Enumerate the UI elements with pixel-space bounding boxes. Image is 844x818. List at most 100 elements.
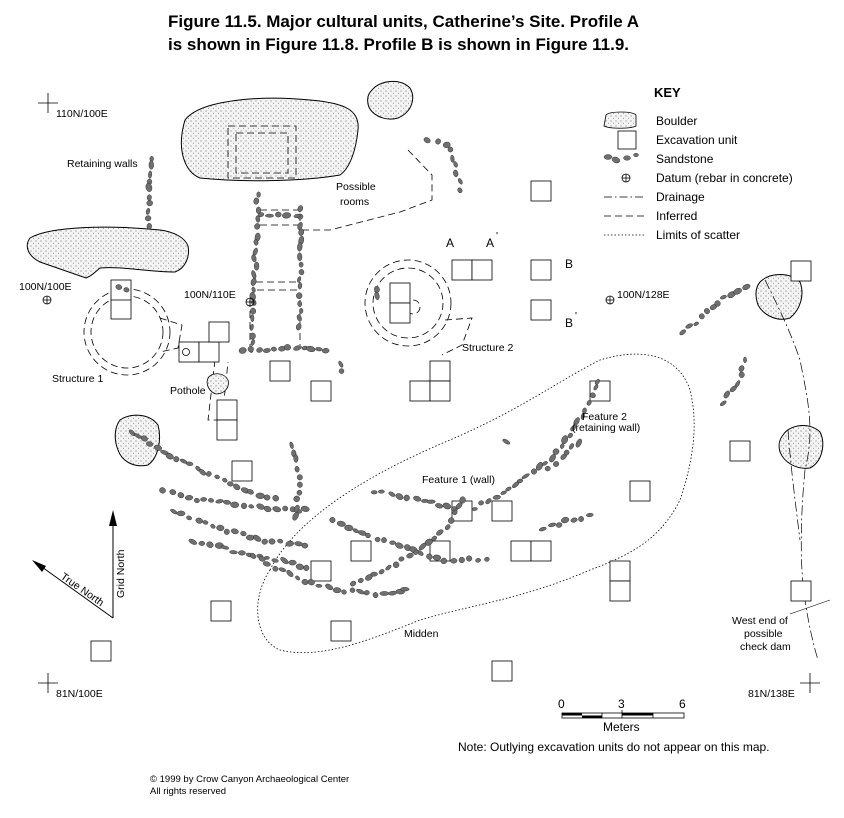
key-square-symbol — [617, 130, 637, 150]
sandstone-block — [255, 492, 265, 499]
grid-north-label: Grid North — [115, 549, 127, 598]
sandstone-block — [378, 489, 385, 494]
sandstone-block — [253, 239, 259, 246]
sandstone-block — [714, 300, 721, 307]
sandstone-block — [198, 540, 205, 546]
sandstone-block — [466, 555, 473, 562]
key-boulder-symbol — [603, 111, 637, 129]
sandstone-block — [146, 200, 153, 207]
sandstone-block — [338, 360, 344, 368]
sandstone-block — [253, 197, 260, 205]
sandstone-block — [250, 277, 257, 286]
drainage-1 — [764, 279, 819, 661]
sandstone-block — [230, 528, 239, 535]
sandstone-block — [484, 556, 490, 562]
sandstone-block — [146, 194, 152, 201]
boulder-large-north — [181, 97, 359, 182]
grid-label-100N-128E: 100N/128E — [617, 289, 670, 301]
sandstone-block — [194, 497, 200, 504]
unit — [609, 560, 631, 582]
sandstone-block — [238, 347, 247, 354]
datums — [42, 295, 615, 307]
sandstone-block — [733, 287, 742, 295]
sandstone-block — [297, 276, 302, 283]
sandstone-block — [223, 528, 230, 535]
check-dam-label: West end of — [732, 615, 788, 627]
sandstone-block — [206, 541, 214, 548]
sandstone-block — [440, 557, 447, 565]
retaining-walls-label: Retaining walls — [67, 158, 138, 170]
copyright-line-2: All rights reserved — [150, 786, 227, 797]
sandstone-block — [403, 494, 410, 502]
sandstone-block — [148, 160, 154, 170]
sandstone-block — [567, 432, 573, 439]
grid-cross-se — [800, 673, 820, 693]
sandstone-block — [448, 517, 455, 524]
key-datum-symbol — [621, 173, 631, 183]
sandstone-block — [505, 486, 512, 492]
sandstone-block — [188, 538, 197, 545]
sandstone-block — [303, 564, 310, 571]
sandstone-block — [357, 578, 364, 583]
sandstone-block — [435, 138, 441, 145]
profile-a-prime-label: A — [486, 236, 494, 250]
sandstone-block — [249, 332, 256, 340]
sandstone-block — [272, 495, 279, 502]
sandstone-block — [578, 516, 584, 522]
sandstone-block — [693, 321, 699, 326]
sandstone-block — [277, 538, 284, 544]
true-north-arrowhead — [32, 560, 46, 572]
sandstone-block — [445, 524, 451, 531]
sandstone-block — [145, 208, 151, 215]
sandstone-block — [258, 556, 266, 562]
scale-tick-0: 0 — [558, 697, 565, 711]
grid-cross-sw — [38, 673, 58, 693]
sandstone-block — [169, 489, 177, 495]
unit — [389, 302, 411, 324]
check-dam-leader — [789, 599, 831, 615]
sandstone-block — [548, 522, 557, 528]
sandstone-block — [549, 454, 556, 463]
sandstone-block — [297, 205, 303, 213]
grid-label-100N-110E: 100N/110E — [184, 289, 236, 301]
sandstone-block — [350, 580, 357, 587]
grid-label-81N-100E: 81N/100E — [56, 688, 103, 700]
structure-2-feature — [405, 299, 421, 315]
sandstone-block — [278, 567, 287, 572]
sandstone-block — [413, 549, 419, 555]
sandstone-block — [272, 506, 282, 513]
sandstone-block — [492, 494, 501, 500]
sandstone-block — [325, 583, 334, 591]
sandstone-block — [723, 390, 730, 399]
inferred-possible-rooms — [300, 149, 433, 231]
sandstone-block — [729, 385, 737, 393]
grid-cross-nw — [38, 93, 58, 113]
structure-2-vent — [441, 317, 473, 356]
scale-tick-3: 3 — [618, 697, 625, 711]
structure-2-label: Structure 2 — [462, 342, 514, 354]
key-item-label: Excavation unit — [656, 133, 738, 147]
scatter-limit — [257, 353, 695, 653]
sandstone-block — [389, 540, 396, 545]
sandstone-block — [233, 483, 241, 491]
possible-rooms-label: rooms — [340, 196, 369, 208]
sandstone-block — [589, 392, 596, 399]
sandstone-block — [363, 590, 370, 596]
sandstone-block — [177, 492, 185, 499]
sandstone-block — [452, 509, 458, 516]
true-north-label: True North — [58, 571, 106, 609]
check-dam-label: possible — [744, 628, 783, 640]
figure-title-line-2: is shown in Figure 11.8. Profile B is sh… — [168, 35, 630, 54]
sandstone-block — [413, 495, 422, 502]
sandstone-block — [199, 469, 207, 476]
sandstone-block — [500, 490, 507, 495]
unit — [530, 540, 552, 562]
sandstone-block — [251, 286, 256, 293]
sandstone-block — [426, 553, 433, 560]
sandstone-block — [395, 542, 404, 549]
sandstone-block — [698, 313, 705, 320]
sandstone-block — [296, 314, 302, 322]
sandstone-block — [593, 384, 599, 391]
sandstone-block — [275, 211, 282, 218]
boulder-southwest — [114, 414, 161, 467]
